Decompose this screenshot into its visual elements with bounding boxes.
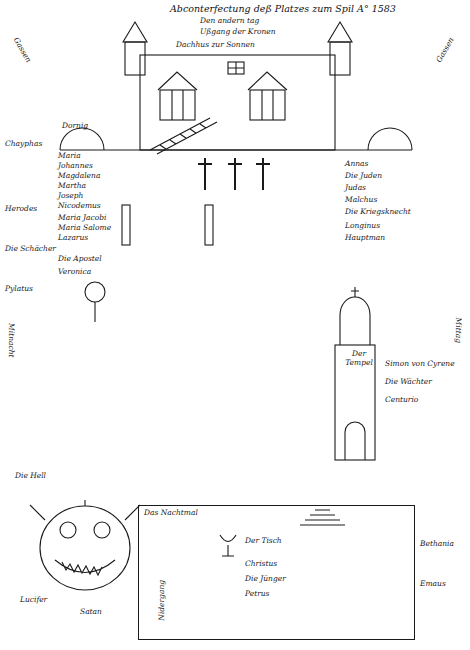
- role-label: Die Apostel: [58, 255, 102, 264]
- role-label: Chayphas: [5, 140, 42, 149]
- role-label: Die Juden: [345, 172, 382, 181]
- role-label: Pylatus: [5, 285, 33, 294]
- role-label: Petrus: [245, 590, 269, 599]
- hell-teeth: [55, 560, 115, 575]
- role-label: Ußgang der Kronen: [200, 28, 276, 37]
- tree-trunk: [94, 302, 95, 322]
- pillar: [122, 205, 130, 245]
- role-label: Johannes: [58, 162, 93, 171]
- direction-label: Nidergang: [158, 580, 167, 621]
- crosses: [198, 158, 270, 190]
- role-label: Longinus: [345, 222, 380, 231]
- role-label: Hauptman: [345, 234, 385, 243]
- tree-crown: [85, 282, 105, 302]
- role-label: Veronica: [58, 268, 91, 277]
- direction-label: Gassen: [11, 36, 32, 64]
- node-label: Das Nachtmal: [144, 509, 409, 518]
- role-label: Lucifer: [20, 596, 47, 605]
- role-label: Maria: [58, 152, 81, 161]
- role-label: Martha: [58, 182, 86, 191]
- role-label: Centurio: [385, 396, 418, 405]
- stage-edge: [60, 149, 412, 150]
- node-label: Dachhus zur Sonnen: [176, 41, 263, 50]
- role-label: Judas: [345, 184, 366, 193]
- dome: [60, 128, 104, 150]
- house-box: Dachhus zur Sonnen: [175, 40, 264, 51]
- plan-title: Abconterfectung deß Platzes zum Spil A° …: [170, 3, 396, 14]
- role-label: Lazarus: [58, 234, 88, 243]
- role-label: Satan: [80, 608, 102, 617]
- window: [228, 62, 244, 74]
- tower-gate: [345, 422, 365, 460]
- pavilion: [250, 90, 285, 120]
- hell-horns: [30, 500, 140, 520]
- corner-tower: [125, 42, 145, 75]
- window-bars: [228, 62, 244, 74]
- house-wall: [140, 55, 335, 150]
- tower-roof: [328, 22, 352, 42]
- role-label: Maria Salome: [58, 224, 111, 233]
- role-label: Herodes: [5, 205, 37, 214]
- direction-label: Mitnacht: [6, 323, 15, 357]
- role-label: Malchus: [345, 196, 377, 205]
- role-label: Magdalena: [58, 172, 100, 181]
- role-label: Die Kriegsknecht: [345, 208, 411, 217]
- dome: [368, 128, 412, 150]
- stairs: [300, 510, 345, 525]
- eye: [60, 522, 76, 538]
- pavilion-roof: [158, 72, 197, 120]
- role-label: Die Jünger: [245, 575, 286, 584]
- hell-mouth: [40, 506, 130, 590]
- tower-cupola: [340, 297, 370, 345]
- direction-label: Mittag: [454, 317, 463, 342]
- role-label: Der Tisch: [245, 537, 282, 546]
- tower-box: Der Tempel: [336, 349, 382, 368]
- role-label: Christus: [245, 560, 277, 569]
- ladder: [150, 118, 217, 154]
- role-label: Joseph: [58, 192, 83, 201]
- role-label: Nicodemus: [58, 202, 101, 211]
- corner-tower: [330, 42, 350, 75]
- role-label: Dornig: [62, 122, 88, 131]
- role-label: Bethania: [420, 540, 454, 549]
- role-label: Maria Jacobi: [58, 214, 106, 223]
- chalice: [220, 535, 236, 556]
- role-label: Die Schächer: [5, 245, 56, 254]
- stage-box: Das Nachtmal: [138, 505, 415, 640]
- role-label: Annas: [345, 160, 368, 169]
- node-label: Der Tempel: [337, 350, 381, 367]
- role-label: Simon von Cyrene: [385, 360, 455, 369]
- role-label: Die Hell: [15, 472, 46, 481]
- role-label: Die Wächter: [385, 378, 432, 387]
- tower-finial: [351, 287, 359, 297]
- pillar: [205, 205, 213, 245]
- tower-roof: [123, 22, 147, 42]
- pavilion: [160, 90, 195, 120]
- role-label: Den andern tag: [200, 17, 259, 26]
- direction-label: Gassen: [435, 36, 456, 64]
- eye: [94, 522, 110, 538]
- pavilion-roof: [248, 72, 287, 120]
- role-label: Emaus: [420, 580, 446, 589]
